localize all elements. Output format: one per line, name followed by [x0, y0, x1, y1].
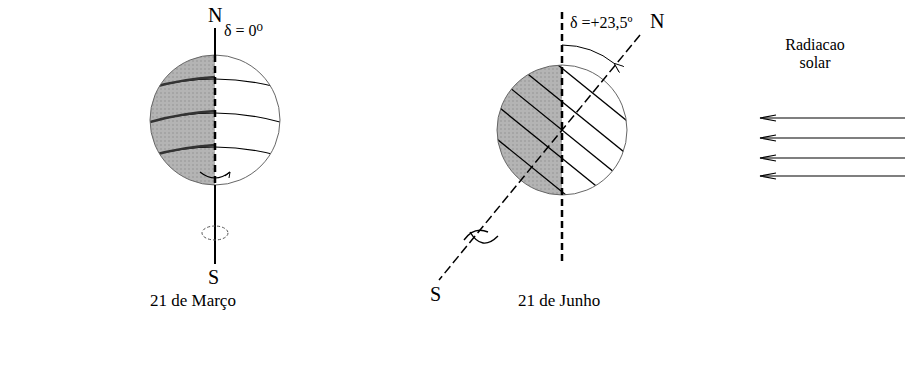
pole-label: N [650, 10, 664, 32]
date-label: 21 de Junho [518, 292, 600, 311]
pole-label: N [208, 4, 222, 26]
declination-label: δ =+23,5º [570, 14, 633, 32]
globe-june [439, 12, 661, 280]
radiation-arrows [760, 115, 905, 179]
pole-label: S [208, 266, 219, 288]
date-label: 21 de Março [150, 292, 236, 311]
pole-label: S [430, 283, 441, 305]
radiation-label: Radiacao solar [772, 36, 858, 71]
globe-march [150, 28, 280, 264]
declination-label: δ = 0⁰ [224, 22, 263, 40]
